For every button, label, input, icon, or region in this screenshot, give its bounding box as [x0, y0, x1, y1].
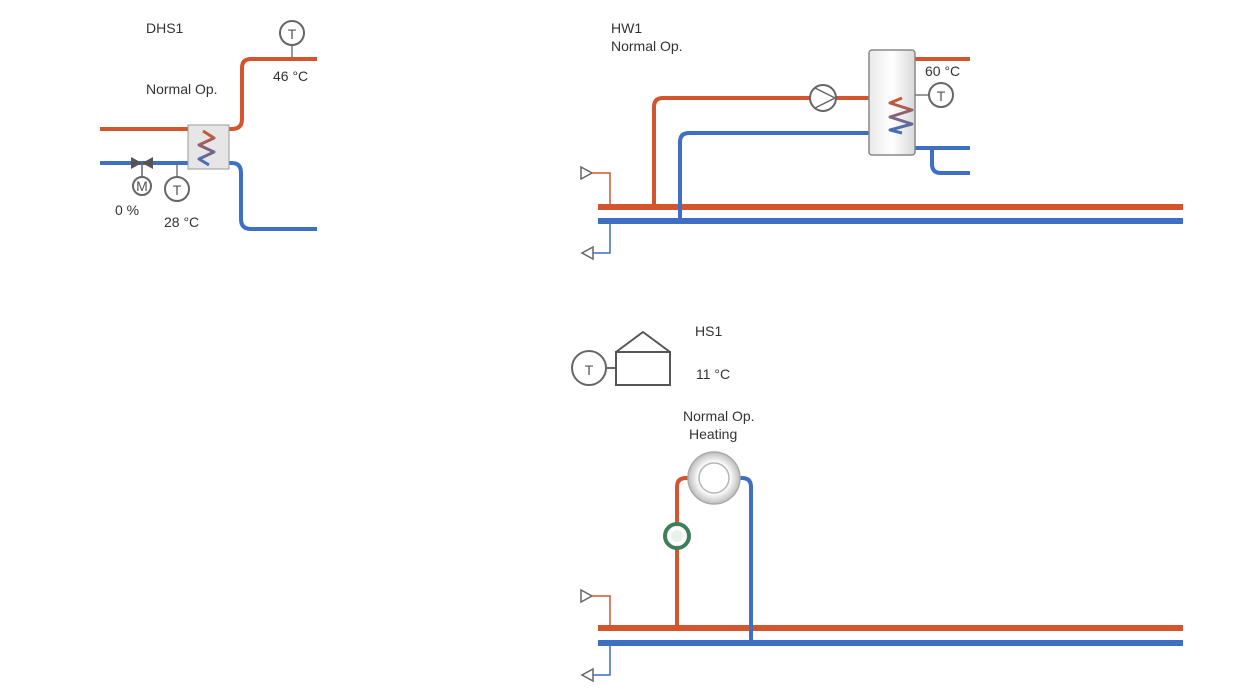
dhs1-group: DHS1 Normal Op. M 0 % T 28 °C: [100, 20, 317, 231]
dhs1-supply-sensor-symbol: T: [288, 26, 297, 42]
valve-icon[interactable]: [131, 157, 153, 177]
hs1-return-branch: [734, 476, 753, 643]
hs1-title: HS1: [695, 323, 722, 339]
dhs1-return-temp: 28 °C: [164, 214, 199, 230]
hw1-sensor-symbol: T: [937, 88, 946, 104]
storage-tank-icon[interactable]: [868, 49, 916, 156]
dhs1-title: DHS1: [146, 20, 184, 36]
dhs1-supply-pipe: [100, 57, 317, 131]
hs1-outdoor-temp: 11 °C: [696, 366, 730, 382]
hw1-title: HW1: [611, 20, 642, 36]
return-arrow-icon: [580, 646, 611, 683]
supply-arrow-icon: [580, 165, 611, 204]
temperature-sensor-icon[interactable]: T: [915, 82, 954, 108]
hs1-sensor-symbol: T: [585, 362, 594, 378]
house-icon: [615, 331, 671, 386]
temperature-sensor-icon[interactable]: T: [279, 20, 305, 59]
motor-symbol: M: [136, 178, 148, 194]
dhs1-valve-position: 0 %: [115, 202, 139, 218]
dhs1-return-pipe: [100, 161, 317, 231]
hs1-mode: Heating: [689, 426, 737, 442]
supply-arrow-icon: [580, 588, 611, 625]
hw1-return-branch: [678, 131, 902, 221]
hw1-status: Normal Op.: [611, 38, 683, 54]
hs1-status: Normal Op.: [683, 408, 755, 424]
hs1-supply-branch: [675, 476, 693, 628]
dhs1-supply-temp: 46 °C: [273, 68, 308, 84]
heat-exchanger-icon[interactable]: [187, 124, 230, 170]
dhs1-status: Normal Op.: [146, 81, 218, 97]
boiler-icon[interactable]: [687, 451, 741, 505]
dhs1-return-sensor-symbol: T: [173, 182, 182, 198]
motor-icon[interactable]: M: [132, 176, 152, 196]
hw1-group: HW1 Normal Op.: [580, 20, 1183, 261]
hw1-supply-branch: [652, 96, 902, 207]
pump-icon[interactable]: [663, 522, 691, 550]
pump-icon[interactable]: [809, 84, 837, 112]
hs1-group: HS1 11 °C Normal Op. Heating T: [571, 323, 1183, 683]
temperature-sensor-icon[interactable]: T: [571, 350, 616, 386]
hw1-circulation-pipe: [930, 148, 970, 175]
temperature-sensor-icon[interactable]: T: [164, 165, 190, 202]
return-arrow-icon: [580, 224, 611, 261]
hw1-tank-temp: 60 °C: [925, 63, 960, 79]
